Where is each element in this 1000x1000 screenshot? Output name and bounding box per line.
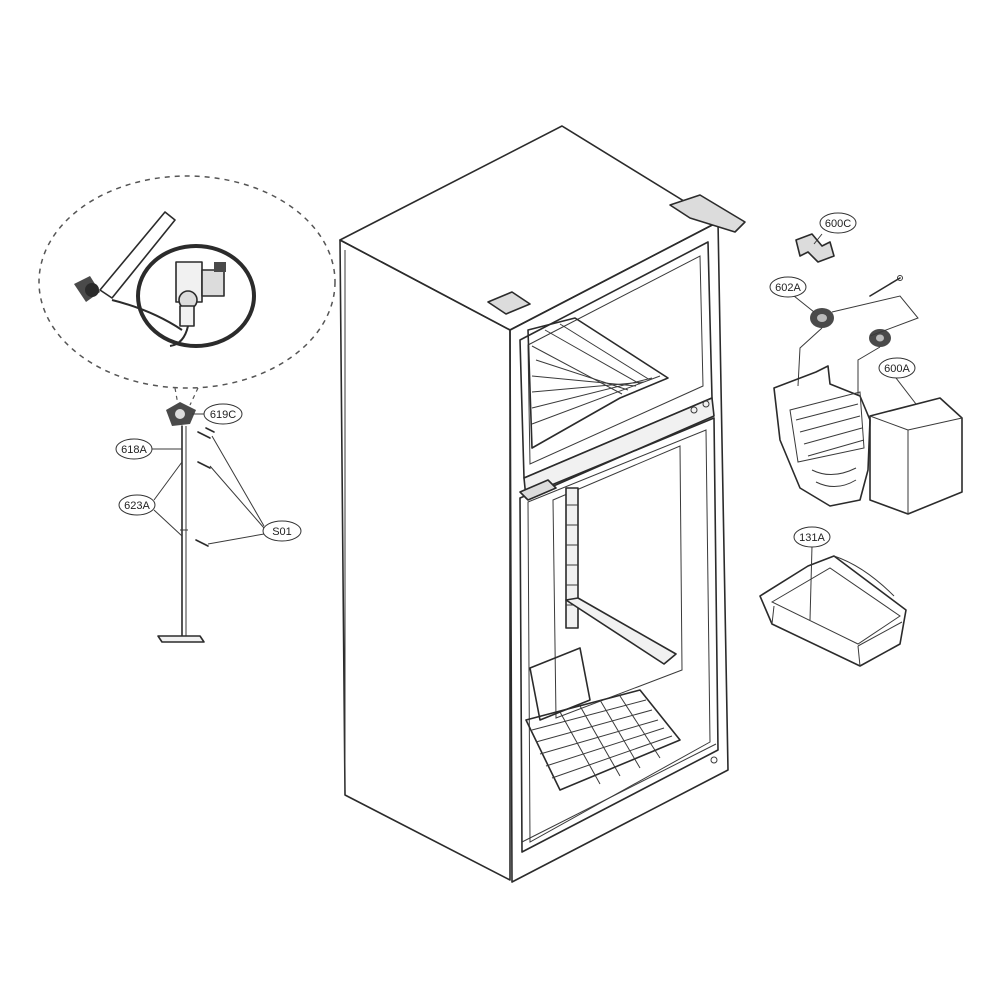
bottom-grill <box>525 689 681 791</box>
callout-label-623A: 623A <box>124 500 150 512</box>
ice-maker-assembly <box>759 233 963 667</box>
callout-S01[interactable]: S01 <box>207 435 302 545</box>
callout-619C[interactable]: 619C <box>192 403 243 425</box>
callout-label-S01: S01 <box>272 526 292 538</box>
callout-600A[interactable]: 600A <box>878 357 917 405</box>
callout-label-618A: 618A <box>121 444 147 456</box>
callout-618A[interactable]: 618A <box>115 438 182 460</box>
callout-label-600C: 600C <box>825 218 851 230</box>
water-valve-icon <box>166 402 196 426</box>
detail-magnifier-ellipse <box>38 175 336 389</box>
ice-maker-motor-housing <box>869 397 963 515</box>
ice-maker-body <box>773 365 963 515</box>
callout-623A[interactable]: 623A <box>118 461 183 537</box>
callout-label-619C: 619C <box>210 409 236 421</box>
valve-fitting-icon <box>74 276 100 302</box>
refrigerator-cabinet <box>339 125 746 883</box>
screw-icon <box>195 427 215 547</box>
callout-label-600A: 600A <box>884 363 910 375</box>
gear-part-icon <box>810 308 891 347</box>
solenoid-valve-icon <box>169 261 226 347</box>
cabinet-front-frame <box>509 221 729 883</box>
bracket-part-icon <box>795 233 835 263</box>
callout-131A[interactable]: 131A <box>793 526 831 621</box>
cabinet-top <box>339 125 719 331</box>
top-hinge <box>669 194 746 233</box>
top-control-tab <box>487 291 531 315</box>
shelf-support-bar <box>565 597 677 665</box>
cabinet-left-side <box>339 239 511 881</box>
callout-600C[interactable]: 600C <box>813 212 857 245</box>
ice-bin <box>759 555 907 667</box>
shelf-ladder-rail <box>565 487 579 629</box>
crisper-cover <box>529 647 591 721</box>
callout-label-131A: 131A <box>799 532 825 544</box>
callout-602A[interactable]: 602A <box>769 276 815 313</box>
freezer-shelf-grill <box>527 317 669 449</box>
callout-label-602A: 602A <box>775 282 801 294</box>
divider-mullion <box>523 397 715 499</box>
water-valve-detail <box>38 175 336 643</box>
fresh-food-opening <box>519 417 719 853</box>
